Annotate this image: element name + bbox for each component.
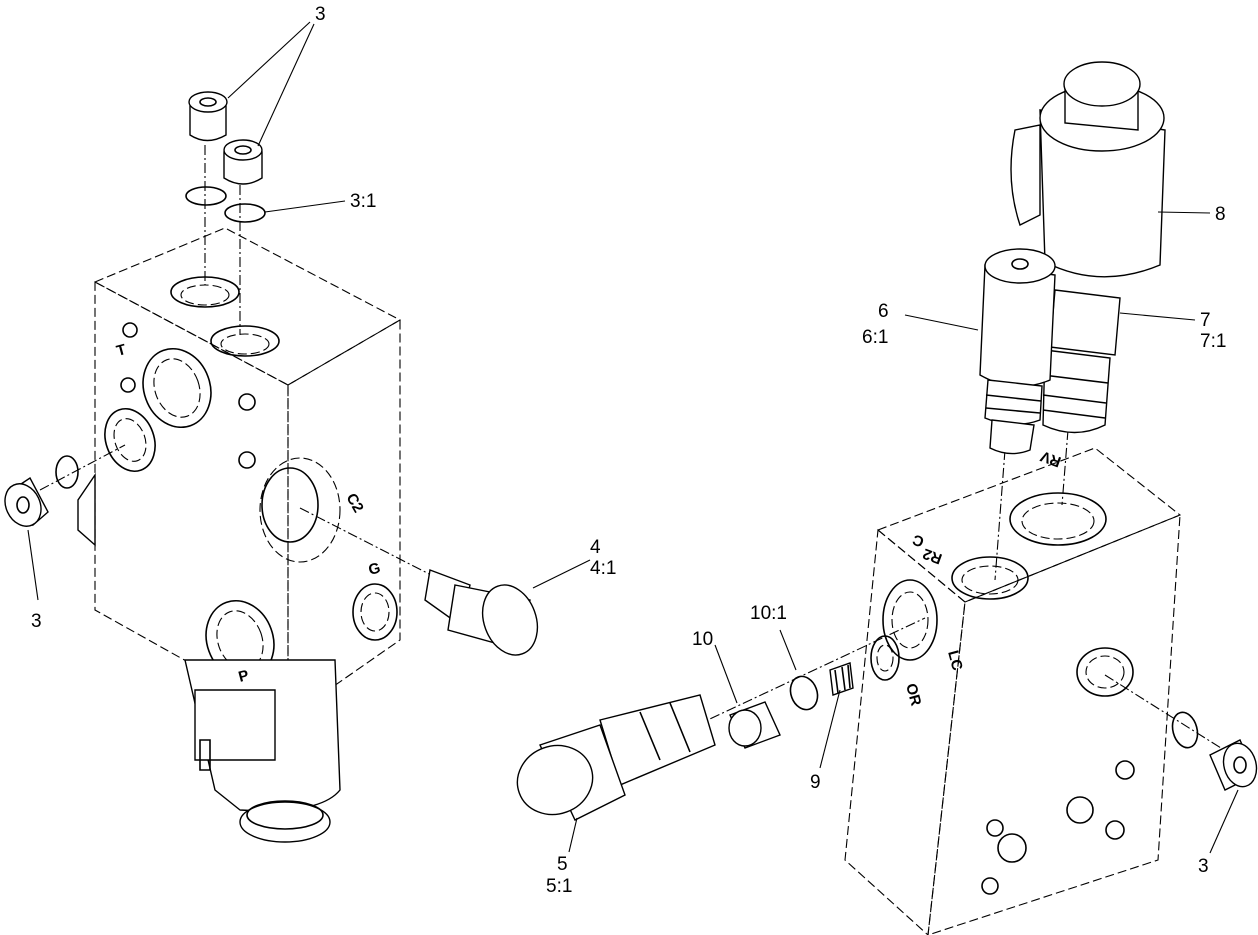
left-side-plug (4, 444, 126, 527)
port-label-RV: RV (1038, 447, 1063, 470)
cartridge-6 (979, 248, 1056, 581)
port-label-R2: R2 (921, 545, 945, 568)
callout-3-right: 3 (1198, 856, 1209, 877)
cartridge-4 (299, 507, 539, 656)
callout-10-1: 10:1 (750, 603, 787, 624)
port-label-G: G (367, 559, 383, 578)
port-label-LC: LC (944, 649, 966, 673)
left-valve-block: T C2 G P (77, 227, 402, 843)
callout-6: 6 (878, 301, 889, 322)
callout-5: 5 (557, 854, 568, 875)
callout-3-top: 3 (315, 4, 326, 25)
relief-valve-5-assembly (516, 617, 926, 821)
callout-4: 4 (590, 537, 601, 558)
port-label-C: C (910, 530, 926, 550)
right-side-plug (1104, 674, 1258, 791)
port-label-T: T (115, 341, 128, 360)
callout-9: 9 (810, 772, 821, 793)
callout-3-left: 3 (31, 611, 42, 632)
port-label-OR: OR (902, 682, 924, 708)
callout-7: 7 (1200, 310, 1211, 331)
leader-lines (27, 21, 1239, 854)
callout-10: 10 (692, 629, 713, 650)
port-label-P: P (237, 667, 251, 686)
solenoid-8-cartridge-7 (1010, 61, 1166, 506)
callout-8: 8 (1215, 204, 1226, 225)
right-valve-block: RV C R2 LC OR (844, 447, 1182, 935)
callout-labels: 3 3:1 8 6 6:1 7 7:1 4 4:1 3 10:1 10 9 5 … (31, 4, 1226, 897)
top-plugs (185, 91, 266, 335)
callout-4-1: 4:1 (590, 558, 616, 579)
callout-6-1: 6:1 (862, 327, 888, 348)
callout-3-1: 3:1 (350, 191, 376, 212)
port-label-C2: C2 (343, 491, 367, 516)
callout-7-1: 7:1 (1200, 331, 1226, 352)
callout-5-1: 5:1 (546, 876, 572, 897)
